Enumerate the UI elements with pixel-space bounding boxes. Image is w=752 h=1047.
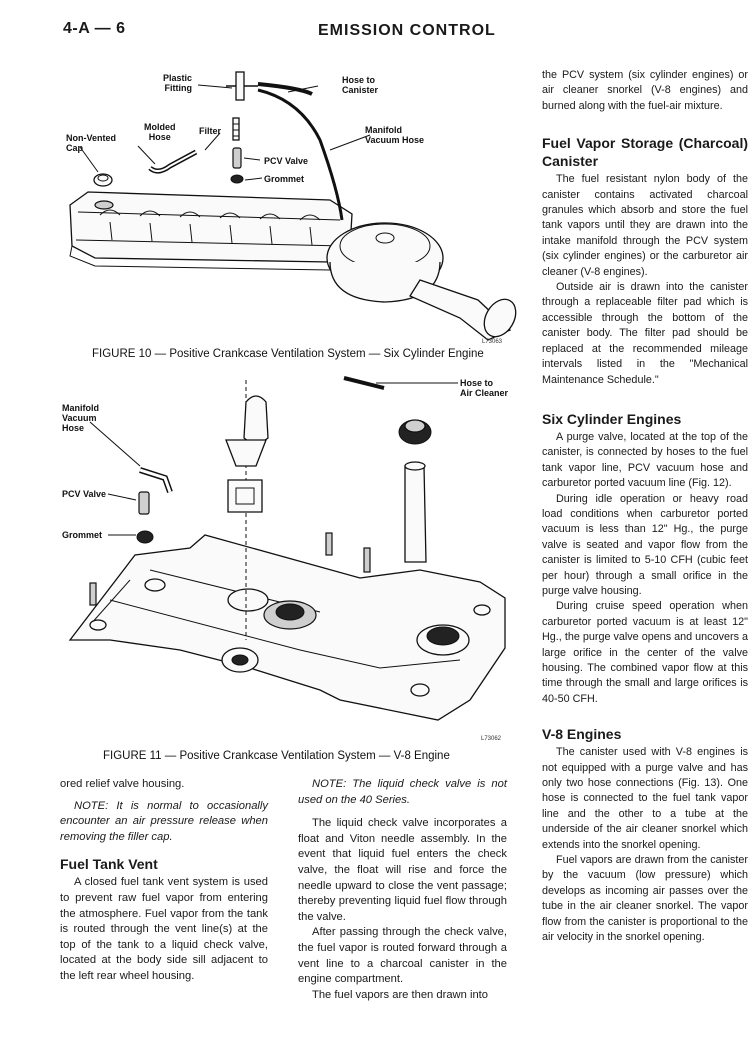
left-note: NOTE: It is normal to occasionally encou…: [60, 799, 268, 843]
heading-fuel-tank-vent: Fuel Tank Vent: [60, 856, 158, 873]
right-paragraph-5: During cruise speed operation when carbu…: [542, 600, 748, 705]
left-paragraph-2: A closed fuel tank vent system is used t…: [60, 876, 268, 982]
label-grommet-v8: Grommet: [62, 530, 103, 540]
label-manifold-vacuum-hose-v8: Manifold Vacuum Hose: [62, 403, 99, 433]
heading-v8: V-8 Engines: [542, 726, 622, 743]
label-hose-to-canister: Hose to Canister: [342, 75, 379, 95]
right-paragraph-2: Outside air is drawn into the canister t…: [542, 281, 748, 386]
figure-10-code: L73063: [482, 339, 503, 345]
middle-paragraph-1: The liquid check valve incorporates a fl…: [298, 817, 507, 923]
heading-six-cylinder: Six Cylinder Engines: [542, 410, 682, 427]
right-paragraph-1: The fuel resistant nylon body of the can…: [542, 173, 748, 278]
right-column: the PCV system (six cylinder engines) or…: [542, 68, 748, 946]
page-number: 4-A — 6: [63, 20, 126, 37]
label-grommet: Grommet: [264, 174, 305, 184]
page-title: EMISSION CONTROL: [318, 22, 496, 39]
label-plastic-fitting: Plastic Fitting: [163, 73, 193, 93]
middle-paragraph-3: The fuel vapors are then drawn into: [312, 988, 488, 1001]
label-pcv-valve: PCV Valve: [264, 156, 309, 166]
left-paragraph-1: ored relief valve housing.: [60, 778, 185, 790]
right-paragraph-0: the PCV system (six cylinder engines) or…: [542, 69, 748, 112]
label-pcv-valve-v8: PCV Valve: [62, 489, 107, 499]
heading-canister: Fuel Vapor Storage (Charcoal) Canister: [542, 135, 748, 170]
middle-column: NOTE: The liquid check valve is not used…: [298, 777, 507, 1003]
left-column: ored relief valve housing. NOTE: It is n…: [60, 777, 268, 985]
label-filter: Filter: [199, 126, 222, 136]
right-paragraph-3: A purge valve, located at the top of the…: [542, 430, 748, 490]
label-non-vented-cap: Non-Vented Cap: [66, 133, 117, 153]
right-paragraph-6: The canister used with V-8 engines is no…: [542, 746, 748, 851]
figure-10-caption: FIGURE 10 — Positive Crankcase Ventilati…: [92, 348, 484, 360]
figure-11-code: L73062: [481, 736, 502, 742]
label-hose-to-air-cleaner: Hose to Air Cleaner: [460, 378, 509, 398]
right-paragraph-7: Fuel vapors are drawn from the canister …: [542, 854, 748, 944]
right-paragraph-4: During idle operation or heavy road load…: [542, 492, 748, 597]
label-manifold-vacuum-hose: Manifold Vacuum Hose: [365, 125, 425, 145]
middle-note: NOTE: The liquid check valve is not used…: [298, 778, 507, 806]
middle-paragraph-2: After passing through the check valve, t…: [298, 926, 507, 986]
figure-11-caption: FIGURE 11 — Positive Crankcase Ventilati…: [103, 750, 450, 762]
label-molded-hose: Molded Hose: [144, 122, 176, 142]
